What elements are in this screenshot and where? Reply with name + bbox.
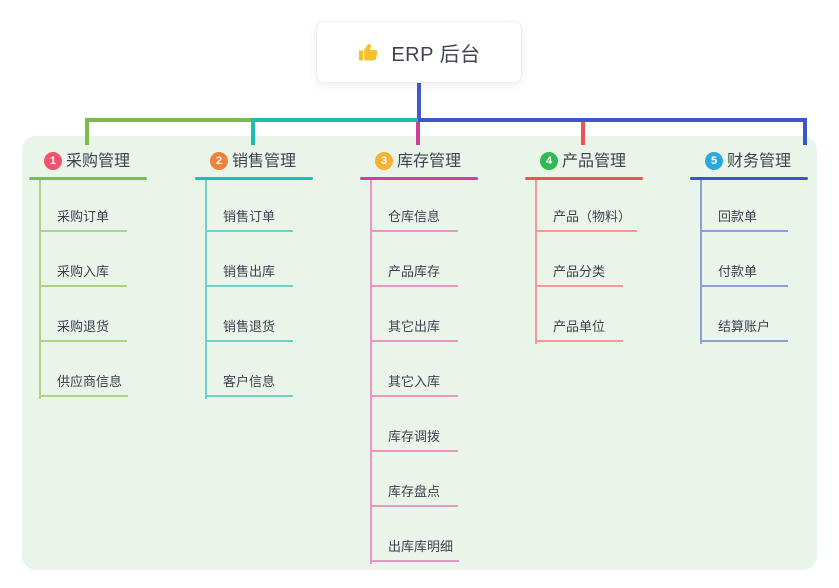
trunk-segment — [418, 118, 807, 122]
branch-number-badge: 5 — [705, 152, 723, 170]
branch-drop-line — [803, 118, 807, 145]
branch-label: 财务管理 — [727, 153, 792, 170]
leaf-node[interactable]: 销售出库 — [205, 259, 293, 287]
leaf-node[interactable]: 付款单 — [700, 259, 788, 287]
leaf-node[interactable]: 采购退货 — [39, 314, 127, 342]
leaf-node[interactable]: 库存调拨 — [370, 424, 458, 452]
branch-underline — [525, 177, 643, 180]
leaf-node[interactable]: 出库库明细 — [370, 534, 460, 562]
branch-spine-line — [700, 180, 702, 344]
leaf-node[interactable]: 产品（物料） — [535, 204, 638, 232]
branch-spine-line — [535, 180, 537, 344]
branch-drop-line — [251, 118, 255, 145]
branch-drop-line — [581, 122, 585, 145]
branches-panel — [22, 136, 817, 570]
branch-underline — [360, 177, 478, 180]
leaf-node[interactable]: 其它出库 — [370, 314, 458, 342]
leaf-node[interactable]: 库存盘点 — [370, 479, 458, 507]
leaf-node[interactable]: 产品单位 — [535, 314, 623, 342]
branch-label: 采购管理 — [66, 153, 131, 170]
root-node[interactable]: ERP 后台 — [316, 21, 522, 83]
leaf-node[interactable]: 产品分类 — [535, 259, 623, 287]
branch-spine-line — [370, 180, 372, 564]
branch-spine-line — [205, 180, 207, 399]
leaf-node[interactable]: 采购入库 — [39, 259, 127, 287]
branch-label: 销售管理 — [232, 153, 297, 170]
leaf-node[interactable]: 销售退货 — [205, 314, 293, 342]
leaf-node[interactable]: 仓库信息 — [370, 204, 458, 232]
branch-underline — [195, 177, 313, 180]
branch-drop-line — [416, 122, 420, 145]
trunk-segment — [253, 118, 418, 122]
branch-underline — [29, 177, 147, 180]
branch-spine-line — [39, 180, 41, 399]
branch-number-badge: 3 — [375, 152, 393, 170]
leaf-node[interactable]: 结算账户 — [700, 314, 788, 342]
root-stem-line — [417, 83, 421, 122]
leaf-node[interactable]: 供应商信息 — [39, 369, 129, 397]
branch-number-badge: 2 — [210, 152, 228, 170]
trunk-segment — [85, 118, 253, 122]
branch-number-badge: 1 — [44, 152, 62, 170]
leaf-node[interactable]: 采购订单 — [39, 204, 127, 232]
leaf-node[interactable]: 客户信息 — [205, 369, 293, 397]
branch-underline — [690, 177, 808, 180]
leaf-node[interactable]: 其它入库 — [370, 369, 458, 397]
branch-number-badge: 4 — [540, 152, 558, 170]
root-node-label: ERP 后台 — [391, 43, 481, 66]
leaf-node[interactable]: 回款单 — [700, 204, 788, 232]
thumbs-up-icon — [359, 43, 378, 61]
branch-drop-line — [85, 118, 89, 145]
branch-label: 产品管理 — [562, 153, 627, 170]
branch-label: 库存管理 — [397, 153, 462, 170]
leaf-node[interactable]: 销售订单 — [205, 204, 293, 232]
leaf-node[interactable]: 产品库存 — [370, 259, 458, 287]
